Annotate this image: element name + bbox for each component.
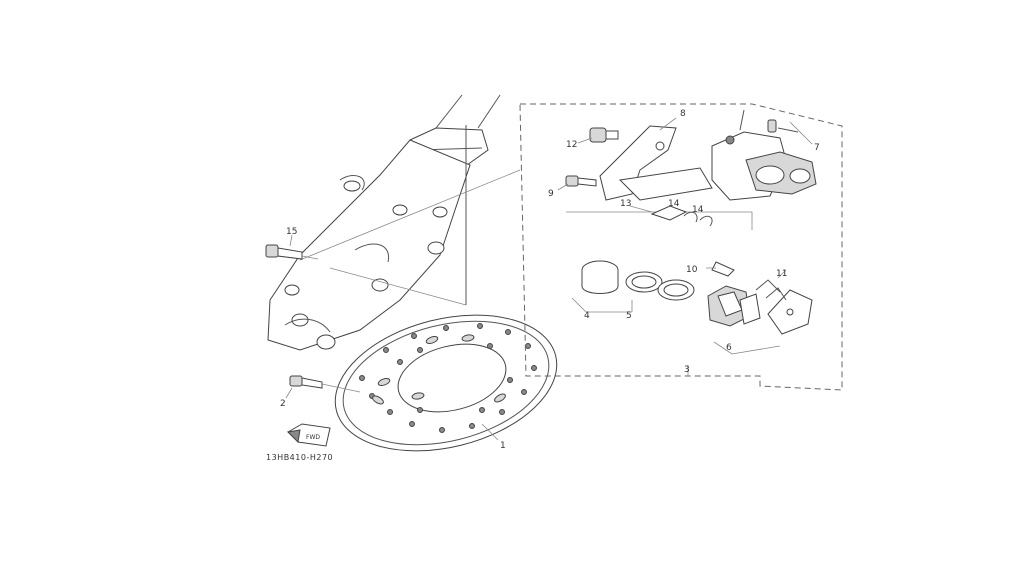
callout-15: 15	[286, 227, 297, 237]
callout-9: 9	[548, 189, 554, 199]
callout-11: 11	[776, 269, 787, 279]
pad-clip	[755, 269, 787, 301]
fwd-arrow: FWD	[286, 423, 331, 447]
clip-pair	[683, 211, 713, 227]
brake-disc	[334, 314, 558, 452]
pin-boot	[629, 205, 688, 221]
callout-1: 1	[500, 441, 506, 451]
slide-boot	[577, 127, 619, 144]
callout-7: 7	[814, 143, 820, 153]
disc-bolt	[285, 375, 361, 399]
callout-14a: 14	[668, 199, 680, 209]
fwd-label: FWD	[306, 434, 320, 441]
callout-5: 5	[626, 311, 632, 321]
caliper-assembly-outline	[519, 103, 843, 391]
caliper-bolt	[265, 234, 319, 260]
bleed-screw-top	[767, 119, 813, 145]
callout-4: 4	[584, 311, 590, 321]
callout-14b: 14	[692, 205, 704, 215]
caliper-bracket	[599, 117, 713, 201]
callout-3: 3	[684, 365, 690, 375]
callout-10: 10	[686, 265, 698, 275]
callout-12: 12	[566, 140, 577, 150]
callout-2: 2	[280, 399, 286, 409]
callout-6: 6	[726, 343, 732, 353]
piston-and-seals	[571, 260, 695, 313]
slide-pin	[557, 175, 597, 191]
brake-pads	[707, 285, 813, 355]
callout-8: 8	[680, 109, 686, 119]
fork-leg	[267, 94, 521, 351]
bleed-screw	[706, 261, 735, 277]
caliper-body	[711, 109, 817, 201]
drawing-code: 13HB410-H270	[266, 453, 333, 462]
callout-13: 13	[620, 199, 631, 209]
callout-labels: 1 2 3 4 5 6 7 8 9 10 11 12 13 14 14 15	[280, 109, 820, 451]
